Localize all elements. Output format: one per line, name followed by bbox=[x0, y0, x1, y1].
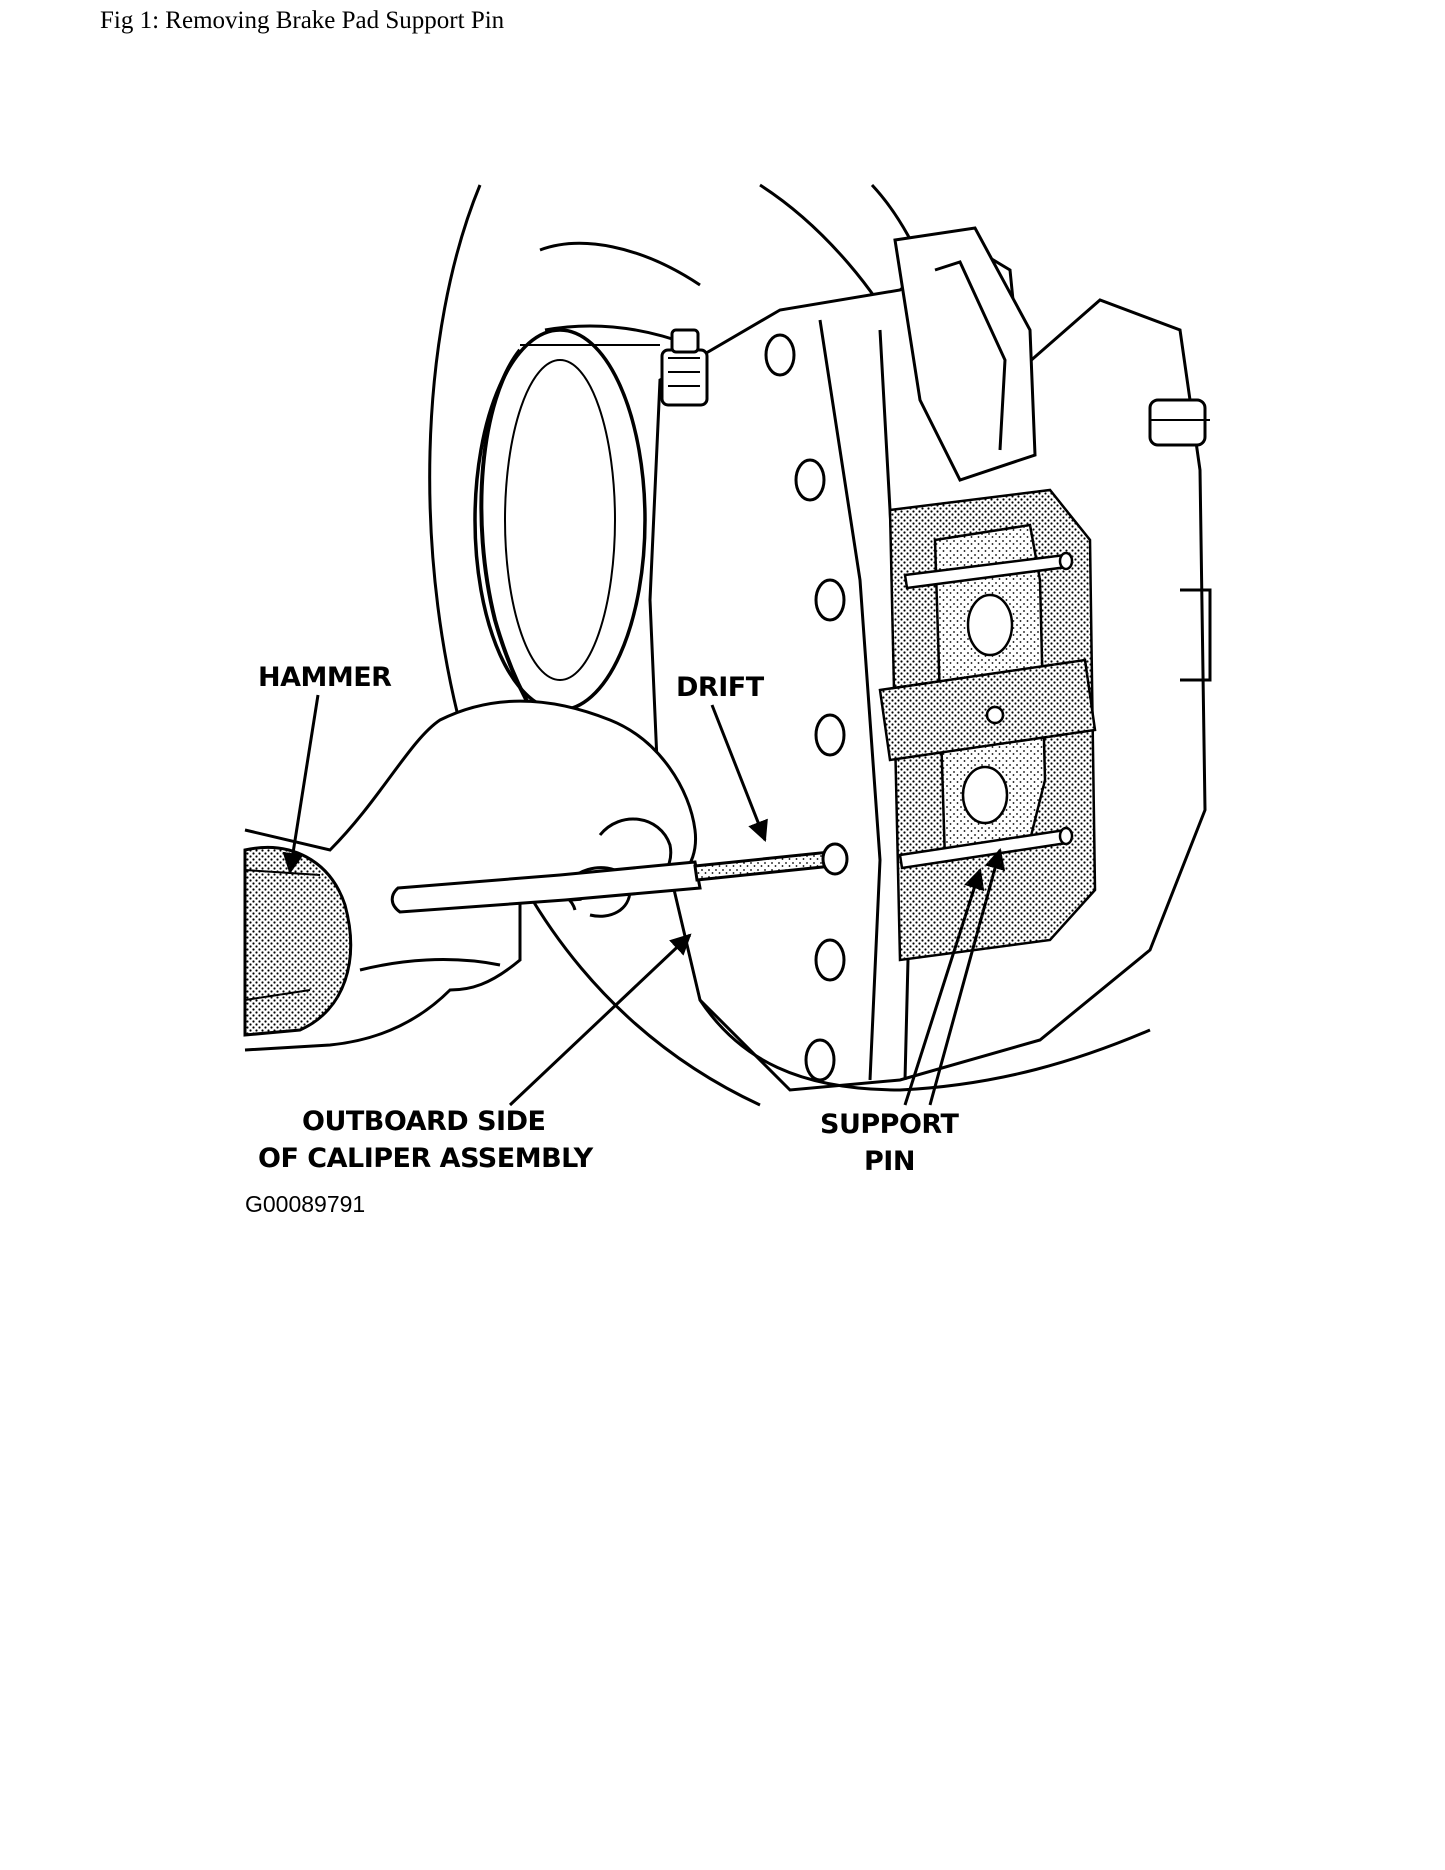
hammer-leader bbox=[282, 694, 320, 875]
support-pin-label-line2: PIN bbox=[864, 1146, 915, 1177]
support-pin-leader-2 bbox=[928, 847, 1006, 1106]
hammer bbox=[243, 845, 353, 1037]
drift-tool bbox=[390, 842, 849, 914]
support-pin-label-line1: SUPPORT bbox=[820, 1109, 959, 1140]
outboard-label-line1: OUTBOARD SIDE bbox=[302, 1106, 545, 1137]
drift-leader bbox=[710, 704, 768, 842]
leader-lines bbox=[282, 694, 1006, 1107]
figure-caption: Fig 1: Removing Brake Pad Support Pin bbox=[100, 7, 505, 34]
support-pins bbox=[898, 551, 1074, 870]
outboard-leader bbox=[508, 933, 692, 1107]
outboard-label-line2: OF CALIPER ASSEMBLY bbox=[258, 1143, 594, 1174]
figure-code: G00089791 bbox=[245, 1191, 365, 1217]
support-pin-leader-1 bbox=[903, 867, 985, 1106]
hammer-label: HAMMER bbox=[258, 662, 392, 693]
drift-label: DRIFT bbox=[676, 672, 765, 703]
